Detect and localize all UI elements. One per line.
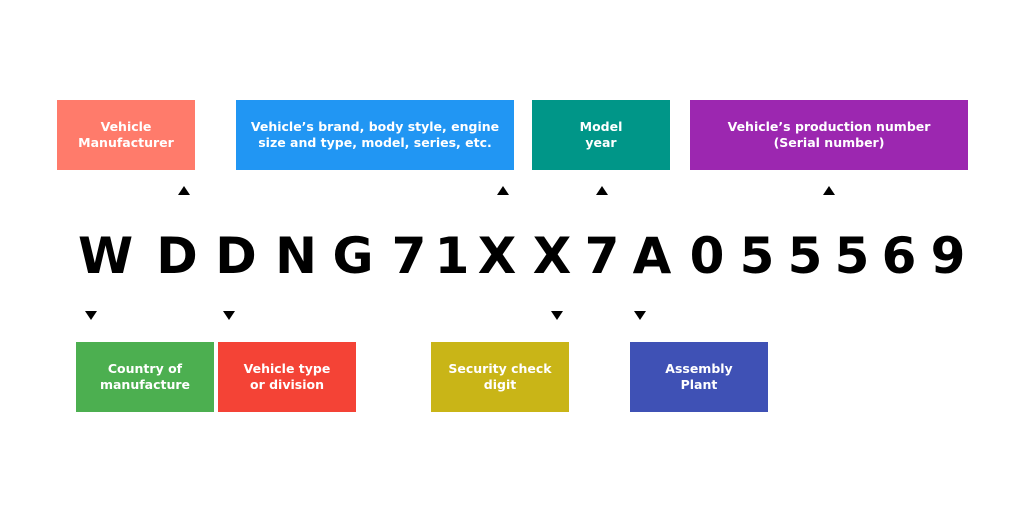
up-arrow-icon	[497, 186, 509, 195]
vin-character: 0	[689, 227, 725, 285]
vin-character: D	[156, 227, 198, 285]
label-security-check-digit: Security check digit	[431, 342, 569, 412]
vin-character: A	[632, 227, 672, 285]
vin-character: 9	[930, 227, 966, 285]
down-arrow-icon	[551, 311, 563, 320]
label-production-number: Vehicle’s production number (Serial numb…	[690, 100, 968, 170]
vin-character: 5	[787, 227, 823, 285]
up-arrow-icon	[596, 186, 608, 195]
label-brand-body-engine: Vehicle’s brand, body style, engine size…	[236, 100, 514, 170]
vin-character: 1	[434, 227, 470, 285]
label-country-of-manufacture: Country of manufacture	[76, 342, 214, 412]
label-assembly-plant: Assembly Plant	[630, 342, 768, 412]
label-model-year: Model year	[532, 100, 670, 170]
vin-character: 5	[739, 227, 775, 285]
down-arrow-icon	[634, 311, 646, 320]
vin-character: D	[215, 227, 257, 285]
vin-character: N	[275, 227, 317, 285]
vin-character: 6	[881, 227, 917, 285]
label-vehicle-type-division: Vehicle type or division	[218, 342, 356, 412]
up-arrow-icon	[823, 186, 835, 195]
vin-character: W	[78, 227, 134, 285]
down-arrow-icon	[223, 311, 235, 320]
vin-character: G	[332, 227, 374, 285]
up-arrow-icon	[178, 186, 190, 195]
vin-character: 5	[834, 227, 870, 285]
vin-character: X	[477, 227, 517, 285]
vin-character: 7	[584, 227, 620, 285]
label-vehicle-manufacturer: Vehicle Manufacturer	[57, 100, 195, 170]
down-arrow-icon	[85, 311, 97, 320]
vin-character: X	[532, 227, 572, 285]
vin-character: 7	[391, 227, 427, 285]
